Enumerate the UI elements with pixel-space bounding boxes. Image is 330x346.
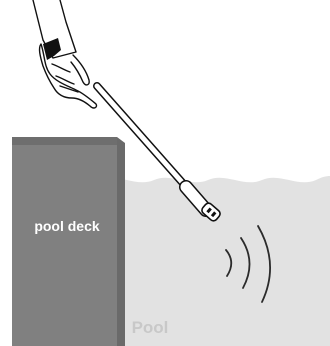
pool-label: Pool <box>132 318 169 337</box>
pool-deck-label: pool deck <box>34 218 100 234</box>
hand-icon <box>33 0 97 108</box>
pool-deck <box>12 137 125 346</box>
